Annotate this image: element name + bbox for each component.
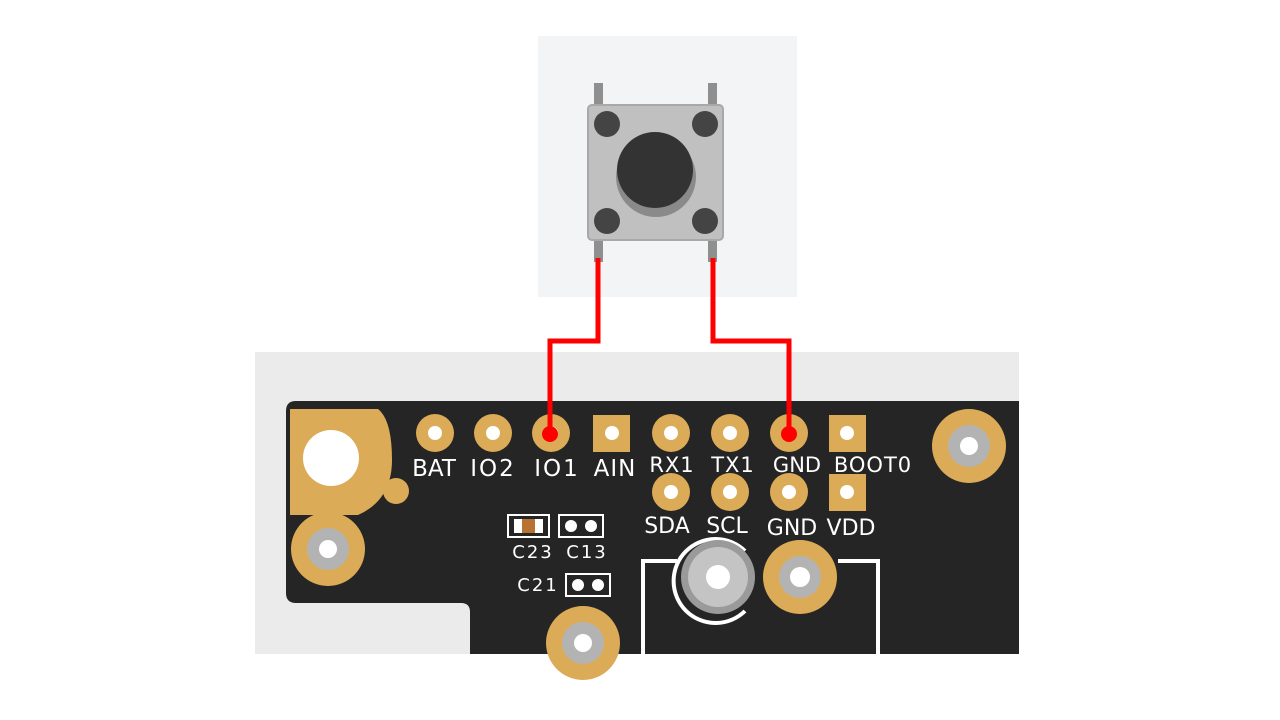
bottom-mount-hole <box>546 606 620 680</box>
label-vdd: VDD <box>827 516 876 541</box>
wire-io1-endpoint <box>542 426 558 442</box>
label-gnd-top: GND <box>773 453 821 477</box>
left-lower-mount-hole <box>291 512 365 586</box>
pin-rx1[interactable] <box>652 414 690 452</box>
label-io1: IO1 <box>534 456 580 482</box>
button-leg-br <box>708 238 717 262</box>
wire-io1 <box>547 258 601 434</box>
button-corner-bl <box>594 208 620 234</box>
label-gnd-bottom: GND <box>767 516 817 541</box>
wire-gnd-endpoint <box>781 426 797 442</box>
pin-boot0[interactable] <box>829 415 866 452</box>
pcb-board <box>286 401 1019 654</box>
label-ain: AIN <box>594 456 637 482</box>
pin-bat[interactable] <box>416 414 454 452</box>
pin-ain[interactable] <box>593 415 630 452</box>
button-cap <box>617 132 693 208</box>
pin-tx1[interactable] <box>711 414 749 452</box>
label-bat: BAT <box>412 456 457 482</box>
right-mount-hole <box>932 409 1006 483</box>
label-scl: SCL <box>706 514 748 539</box>
label-tx1: TX1 <box>710 453 755 477</box>
connector-jack <box>671 537 755 625</box>
component-c23 <box>507 514 550 538</box>
left-mount-pad <box>290 409 409 515</box>
label-io2: IO2 <box>470 456 516 482</box>
button-corner-tr <box>692 111 718 137</box>
component-c13 <box>558 514 604 538</box>
label-c13: C13 <box>566 542 607 563</box>
pin-scl[interactable] <box>711 473 749 511</box>
button-leg-bl <box>594 238 603 262</box>
wire-gnd <box>710 258 792 434</box>
button-corner-br <box>692 208 718 234</box>
label-c23: C23 <box>512 542 553 563</box>
push-button[interactable] <box>587 83 724 262</box>
pin-gnd-bottom[interactable] <box>770 473 808 511</box>
label-c21: C21 <box>517 575 558 596</box>
label-boot0: BOOT0 <box>834 453 912 477</box>
label-sda: SDA <box>644 514 690 539</box>
pin-vdd[interactable] <box>829 474 866 511</box>
connector-gnd-pad <box>763 540 837 614</box>
button-corner-tl <box>594 111 620 137</box>
label-rx1: RX1 <box>649 453 694 477</box>
connector-outline <box>641 559 880 654</box>
component-c21 <box>565 573 611 597</box>
button-leg-tl <box>594 83 603 108</box>
pin-io2[interactable] <box>474 414 512 452</box>
pin-sda[interactable] <box>652 473 690 511</box>
button-leg-tr <box>708 83 717 108</box>
